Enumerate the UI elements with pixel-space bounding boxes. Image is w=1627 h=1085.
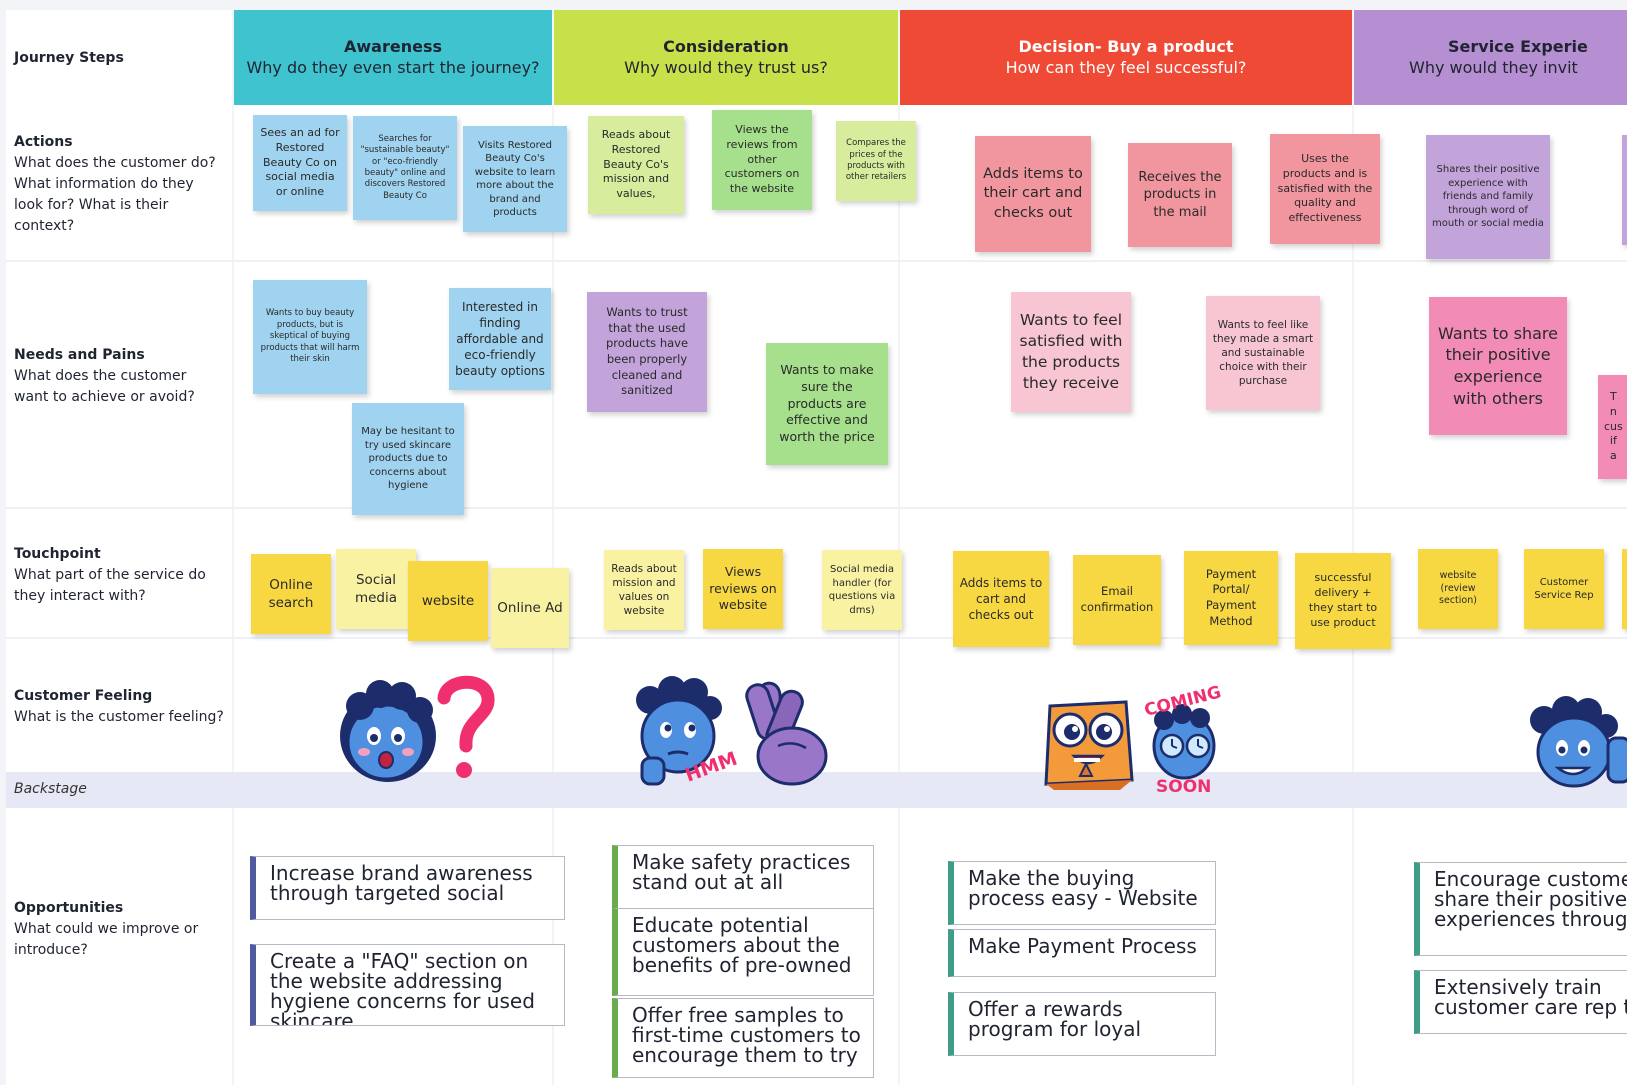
- row-label-touchpoint: Touchpoint What part of the service do t…: [14, 544, 214, 607]
- sticky-note[interactable]: website: [408, 561, 488, 641]
- sticky-note[interactable]: website (review section): [1418, 549, 1498, 629]
- sticky-note[interactable]: Shares their positive experience with fr…: [1426, 135, 1550, 259]
- row-description: What does the customer want to achieve o…: [14, 368, 195, 405]
- sticky-note[interactable]: Wants to buy beauty products, but is ske…: [253, 280, 367, 394]
- row-title: Customer Feeling: [14, 688, 153, 704]
- sticky-note[interactable]: Payment Portal/ Payment Method: [1184, 551, 1278, 645]
- opportunity-card[interactable]: Increase brand awareness through targete…: [250, 856, 565, 920]
- stage-question: How can they feel successful?: [1005, 58, 1247, 77]
- soon-text: SOON: [1156, 777, 1211, 797]
- row-description: What is the customer feeling?: [14, 709, 224, 725]
- sticky-note[interactable]: Views reviews on website: [703, 549, 783, 629]
- excited-box-character-icon: [1044, 700, 1134, 790]
- sticky-note[interactable]: Receives the products in the mail: [1128, 143, 1232, 247]
- row-description: What does the customer do? What informat…: [14, 155, 216, 234]
- stage-title: Awareness: [344, 37, 442, 56]
- sticky-note[interactable]: Online Ad: [491, 568, 569, 648]
- row-description: What part of the service do they interac…: [14, 567, 206, 604]
- row-label-actions: Actions What does the customer do? What …: [14, 132, 219, 237]
- sticky-note[interactable]: May be hesitant to try used skincare pro…: [352, 403, 464, 515]
- sticky-note[interactable]: successful delivery + they start to use …: [1295, 553, 1391, 649]
- stage-awareness[interactable]: Awareness Why do they even start the jou…: [234, 10, 552, 105]
- sticky-note[interactable]: Interested in finding affordable and eco…: [449, 288, 551, 390]
- stage-consideration[interactable]: Consideration Why would they trust us?: [554, 10, 898, 105]
- opportunity-card[interactable]: Create a "FAQ" section on the website ad…: [250, 944, 565, 1026]
- stage-service-experience[interactable]: Service Experie Why would they invit: [1354, 10, 1627, 105]
- opportunity-card[interactable]: Offer free samples to first-time custome…: [612, 998, 874, 1078]
- sticky-note[interactable]: Searches for "sustainable beauty" or "ec…: [353, 116, 457, 220]
- row-label-journey-steps: Journey Steps: [14, 48, 124, 69]
- sticky-note[interactable]: Visits Restored Beauty Co's website to l…: [463, 126, 567, 232]
- stage-question: Why would they invit: [1409, 58, 1578, 77]
- stage-question: Why do they even start the journey?: [246, 58, 540, 77]
- row-title: Needs and Pains: [14, 347, 145, 363]
- sticky-note-partial[interactable]: [1622, 549, 1627, 629]
- sticky-note-partial[interactable]: T n cus if a: [1598, 375, 1627, 479]
- backstage-label: Backstage: [14, 781, 87, 797]
- row-title: Actions: [14, 134, 73, 150]
- opportunity-card[interactable]: Make the buying process easy - Website: [948, 861, 1216, 925]
- row-label-needs: Needs and Pains What does the customer w…: [14, 345, 224, 408]
- opportunity-card[interactable]: Extensively train customer care rep to: [1414, 970, 1627, 1034]
- fingers-crossed-hand-icon: [745, 681, 828, 786]
- sticky-note[interactable]: Online search: [251, 554, 331, 634]
- sticky-note[interactable]: Wants to trust that the used products ha…: [587, 292, 707, 412]
- sticky-note[interactable]: Social media handler (for questions via …: [822, 550, 902, 630]
- row-description: What could we improve or introduce?: [14, 921, 199, 958]
- opportunity-card[interactable]: Educate potential customers about the be…: [612, 908, 874, 996]
- sticky-note[interactable]: Wants to feel like they made a smart and…: [1206, 296, 1320, 410]
- opportunity-card[interactable]: Make safety practices stand out at all: [612, 845, 874, 909]
- sticky-note-partial[interactable]: [1622, 135, 1627, 245]
- confused-face-question-mark-icon: [340, 675, 495, 782]
- sticky-note[interactable]: Views the reviews from other customers o…: [712, 110, 812, 210]
- sticky-note[interactable]: Adds items to their cart and checks out: [975, 136, 1091, 252]
- stage-title: Consideration: [663, 37, 789, 56]
- label-column: [6, 10, 232, 1085]
- row-title: Opportunities: [14, 900, 124, 916]
- coming-soon-clock-icon: COMING SOON: [1142, 682, 1223, 797]
- sticky-note[interactable]: Social media: [336, 549, 416, 629]
- row-divider: [6, 260, 1627, 262]
- opportunity-card[interactable]: Encourage customer share their positive …: [1414, 862, 1627, 956]
- row-divider: [6, 637, 1627, 639]
- row-divider: [6, 507, 1627, 509]
- thinking-face-hmm-icon: HMM: [636, 676, 740, 787]
- row-label-opportunities: Opportunities What could we improve or i…: [14, 898, 204, 961]
- sticky-note[interactable]: Wants to make sure the products are effe…: [766, 343, 888, 465]
- sticky-note[interactable]: Wants to share their positive experience…: [1429, 297, 1567, 435]
- row-title: Touchpoint: [14, 546, 101, 562]
- stage-title: Service Experie: [1448, 37, 1588, 56]
- opportunity-card[interactable]: Offer a rewards program for loyal: [948, 992, 1216, 1056]
- opportunity-card[interactable]: Make Payment Process: [948, 929, 1216, 977]
- sticky-note[interactable]: Reads about Restored Beauty Co's mission…: [588, 116, 684, 214]
- stage-decision[interactable]: Decision- Buy a product How can they fee…: [900, 10, 1352, 105]
- stage-question: Why would they trust us?: [624, 58, 828, 77]
- sticky-note[interactable]: Reads about mission and values on websit…: [604, 550, 684, 630]
- row-title: Journey Steps: [14, 50, 124, 66]
- stage-title: Decision- Buy a product: [1018, 37, 1234, 56]
- backstage-band: Backstage: [6, 772, 1627, 808]
- sticky-note[interactable]: Wants to feel satisfied with the product…: [1011, 292, 1131, 412]
- sticky-note[interactable]: Uses the products and is satisfied with …: [1270, 134, 1380, 244]
- sticky-note[interactable]: Email confirmation: [1073, 555, 1161, 645]
- thumbs-up-face-icon: [1530, 696, 1627, 788]
- sticky-note[interactable]: Customer Service Rep: [1524, 549, 1604, 629]
- row-label-feeling: Customer Feeling What is the customer fe…: [14, 686, 229, 728]
- sticky-note[interactable]: Compares the prices of the products with…: [836, 121, 916, 201]
- sticky-note[interactable]: Adds items to cart and checks out: [953, 551, 1049, 647]
- sticky-note[interactable]: Sees an ad for Restored Beauty Co on soc…: [253, 115, 347, 211]
